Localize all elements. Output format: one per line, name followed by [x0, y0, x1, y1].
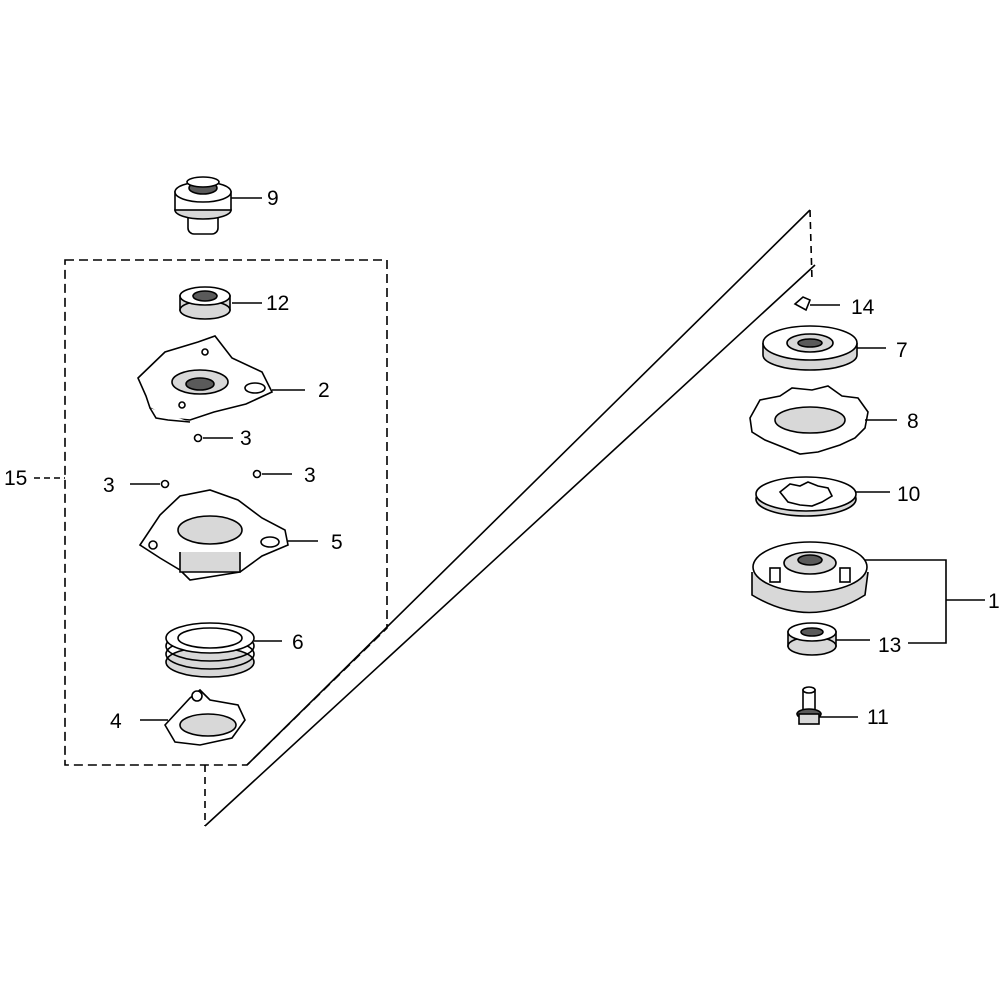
callout-4: 4	[110, 710, 122, 733]
guide-line-upper	[246, 209, 811, 766]
part-4-ratchet	[140, 688, 246, 746]
part-7-cap	[762, 325, 886, 371]
part-8-gear-ring	[749, 385, 897, 455]
guide-line-lower	[204, 264, 816, 827]
callout-6: 6	[292, 631, 304, 654]
callout-10: 10	[897, 483, 921, 506]
callout-13: 13	[878, 634, 902, 657]
callout-15: 15	[4, 467, 28, 490]
callout-2: 2	[318, 379, 330, 402]
bracket-1	[862, 559, 985, 644]
part-5-housing	[138, 489, 318, 581]
part-2-plate	[137, 335, 305, 423]
callout-14: 14	[851, 296, 875, 319]
part-6-spring	[165, 622, 282, 678]
callout-7: 7	[896, 339, 908, 362]
part-1-starter-case	[751, 541, 869, 614]
part-9-pulley	[174, 176, 262, 235]
part-3-balls	[130, 433, 292, 489]
callout-5: 5	[331, 531, 343, 554]
callout-3-right: 3	[304, 464, 316, 487]
callout-1: 1	[988, 590, 1000, 613]
callout-8: 8	[907, 410, 919, 433]
part-12-bearing	[179, 286, 262, 320]
callout-12: 12	[266, 292, 290, 315]
part-10-washer	[755, 476, 890, 517]
part-14-pin	[793, 296, 840, 312]
callout-3-left: 3	[103, 474, 115, 497]
callout-11: 11	[867, 706, 889, 729]
callout-3-upper: 3	[240, 427, 252, 450]
part-11-bolt	[796, 686, 858, 725]
callout-9: 9	[267, 187, 279, 210]
part-13-bearing	[787, 622, 870, 656]
